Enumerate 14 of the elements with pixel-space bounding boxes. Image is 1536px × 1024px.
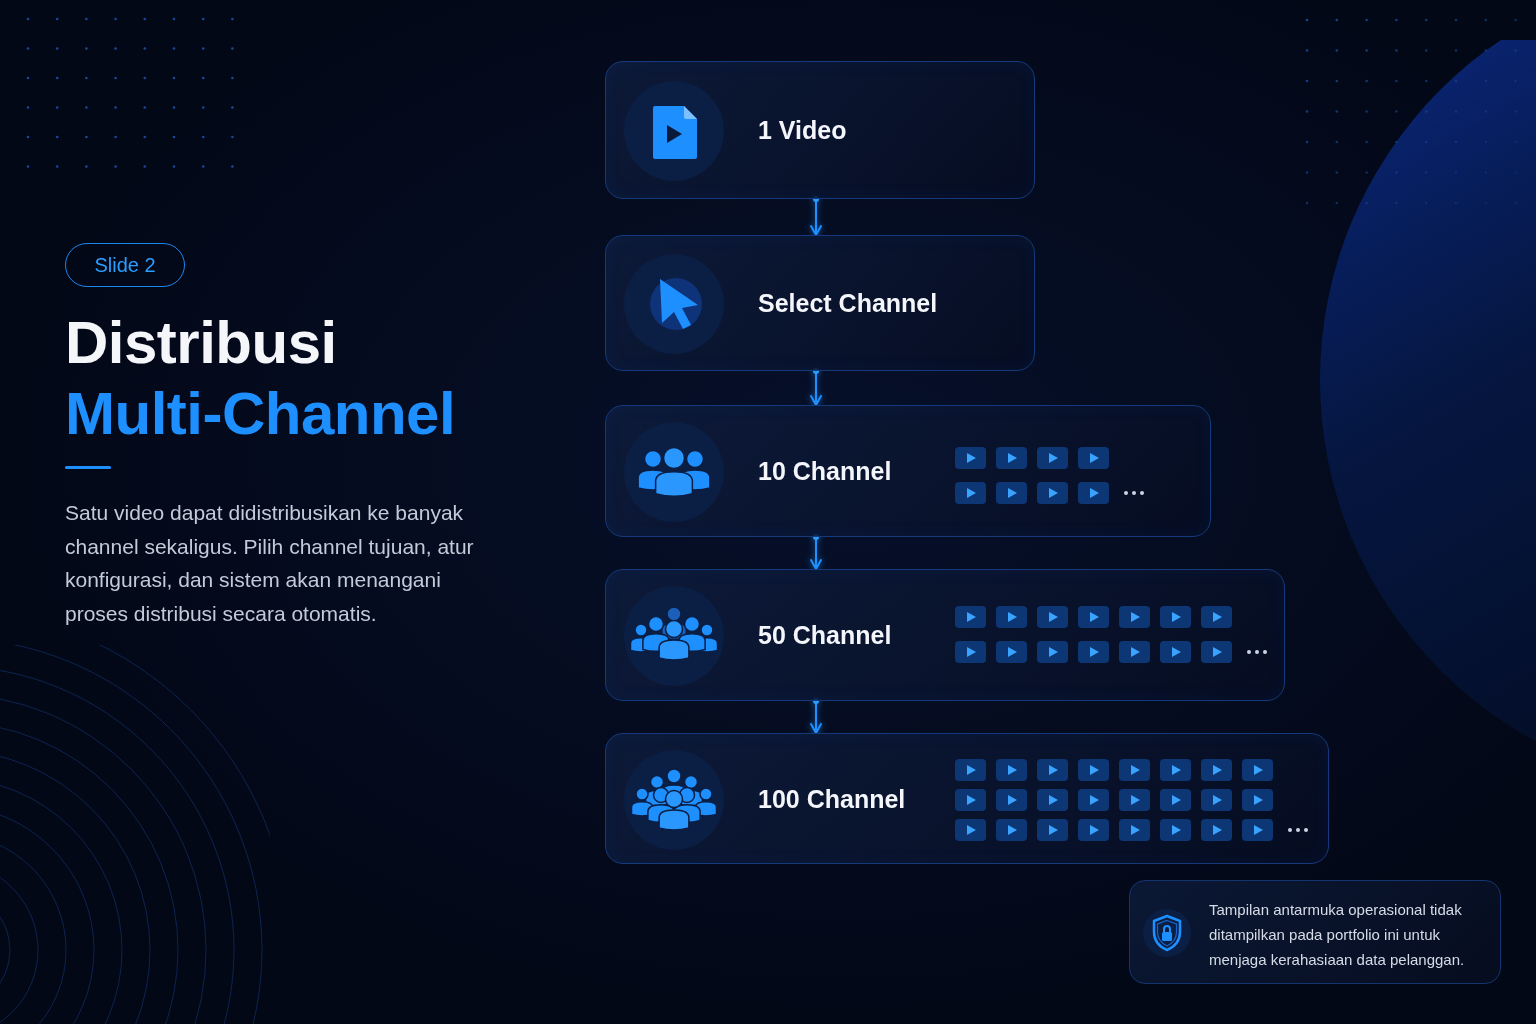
- step-card: [605, 61, 1035, 199]
- step-card: [605, 405, 1211, 537]
- note-card: [1129, 880, 1501, 984]
- step-label: 10 Channel: [758, 456, 892, 486]
- step-label: 1 Video: [758, 115, 847, 145]
- slide-title: Distribusi Multi-Channel: [65, 308, 456, 449]
- step-label: 50 Channel: [758, 620, 892, 650]
- step-label: Select Channel: [758, 288, 938, 318]
- note-text: Tampilan antarmuka operasional tidak ditampilkan pada portfolio ini untuk menjaga kerahasiaan data pelanggan.: [1209, 900, 1466, 970]
- step-card: [605, 235, 1035, 371]
- step-label: 100 Channel: [758, 784, 906, 813]
- description-text: Satu video dapat didistribusikan ke banyak channel sekaligus. Pilih channel tujuan, atur konfigurasi, dan sistem akan menangani proses distribusi secara otomatis.: [65, 500, 475, 627]
- step-card: [605, 733, 1329, 864]
- step-card: [605, 569, 1285, 701]
